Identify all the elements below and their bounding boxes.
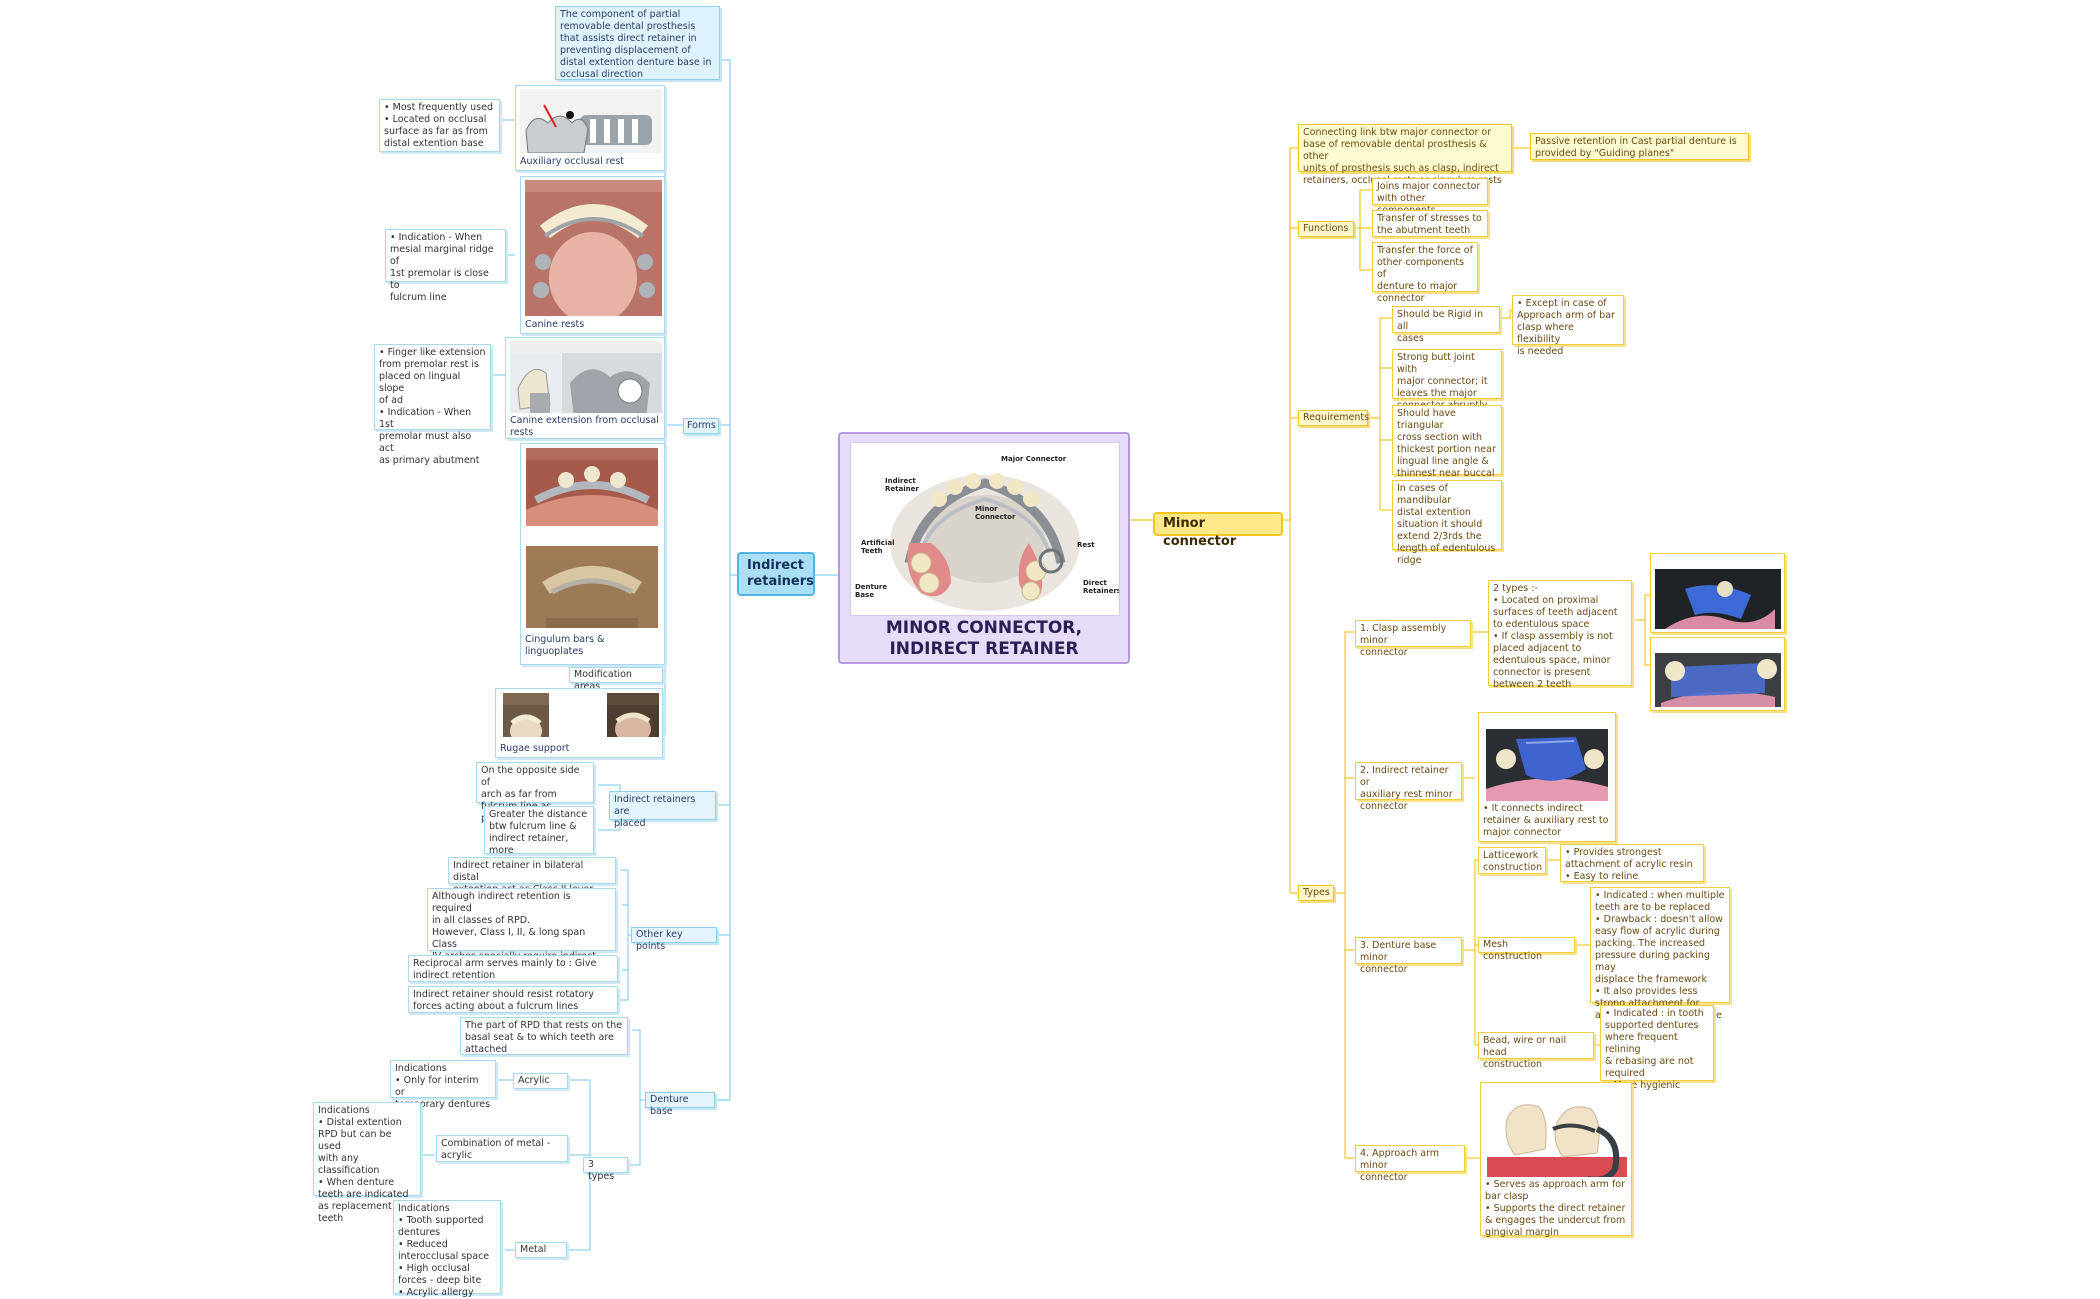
auxiliary-rest-caption: Auxiliary occlusal rest xyxy=(520,156,624,167)
label-indirect-retainer: Indirect Retainer xyxy=(885,477,919,493)
central-title: MINOR CONNECTOR, INDIRECT RETAINER xyxy=(885,618,1083,659)
denture-base-label[interactable]: Denture base xyxy=(645,1092,715,1117)
function-3[interactable]: Transfer the force of other components o… xyxy=(1372,242,1478,304)
lattice-label[interactable]: Latticework construction xyxy=(1478,847,1546,874)
auxiliary-rest-note[interactable]: • Most frequently used • Located on occl… xyxy=(379,99,500,152)
central-topic[interactable]: Major Connector Indirect Retainer Minor … xyxy=(838,432,1130,664)
cingulum-image-2 xyxy=(526,546,658,628)
rugae-image-2 xyxy=(607,693,659,737)
bead-note[interactable]: • Indicated : in tooth supported denture… xyxy=(1600,1005,1714,1091)
auxiliary-rest-image xyxy=(520,89,662,153)
type-approach-node[interactable]: • Serves as approach arm for bar clasp •… xyxy=(1480,1082,1632,1238)
placed-label[interactable]: Indirect retainers are placed xyxy=(609,791,716,829)
label-artificial-teeth: Artificial Teeth xyxy=(861,539,895,555)
label-rest: Rest xyxy=(1077,541,1095,549)
canine-rests-image xyxy=(525,180,662,316)
canine-extension-image xyxy=(510,341,662,413)
acrylic-note[interactable]: Indications • Only for interim or tempor… xyxy=(390,1060,496,1110)
canine-rests-node[interactable]: Canine rests xyxy=(520,176,665,334)
clasp-image-1 xyxy=(1655,557,1781,629)
placed-item-1[interactable]: On the opposite side of arch as far from… xyxy=(476,762,594,824)
label-direct-retainers: Direct Retainers xyxy=(1083,579,1120,595)
central-denture-image: Major Connector Indirect Retainer Minor … xyxy=(850,442,1120,616)
clasp-image-2-node xyxy=(1650,637,1785,711)
requirement-1[interactable]: Should be Rigid in all cases xyxy=(1392,306,1500,344)
indirect-connector-image xyxy=(1486,717,1608,801)
rugae-caption: Rugae support xyxy=(500,743,570,754)
requirements-label[interactable]: Requirements xyxy=(1298,410,1369,426)
type-approach-note: • Serves as approach arm for bar clasp •… xyxy=(1485,1179,1626,1238)
cingulum-node[interactable]: Cingulum bars & linguoplates xyxy=(520,443,665,665)
cingulum-image-1 xyxy=(526,448,658,526)
rugae-image-1 xyxy=(503,693,549,737)
type-approach-label[interactable]: 4. Approach arm minor connector xyxy=(1355,1145,1465,1183)
canine-extension-note[interactable]: • Finger like extension from premolar re… xyxy=(374,344,491,466)
type-clasp-note[interactable]: 2 types :- • Located on proximal surface… xyxy=(1488,580,1632,690)
modification-areas[interactable]: Modification areas xyxy=(569,667,663,692)
requirement-2[interactable]: Strong butt joint with major connector; … xyxy=(1392,349,1502,411)
indirect-retainer-definition[interactable]: The component of partial removable denta… xyxy=(555,6,720,80)
label-minor-connector: Minor Connector xyxy=(975,505,1016,521)
combo-note[interactable]: Indications • Distal extention RPD but c… xyxy=(313,1102,421,1224)
metal-note[interactable]: Indications • Tooth supported dentures •… xyxy=(393,1200,501,1298)
function-1[interactable]: Joins major connector with other compone… xyxy=(1372,178,1488,216)
key-point-1[interactable]: Indirect retainer in bilateral distal ex… xyxy=(448,857,616,895)
type-clasp-label[interactable]: 1. Clasp assembly minor connector xyxy=(1355,620,1471,658)
canine-rests-note[interactable]: • Indication - When mesial marginal ridg… xyxy=(385,229,506,303)
label-denture-base: Denture Base xyxy=(855,583,888,599)
guiding-planes-note[interactable]: Passive retention in Cast partial dentur… xyxy=(1530,133,1749,160)
denture-illustration xyxy=(890,473,1080,611)
clasp-image-1-node xyxy=(1650,553,1785,633)
type-indirect-label[interactable]: 2. Indirect retainer or auxiliary rest m… xyxy=(1355,762,1462,812)
canine-rests-caption: Canine rests xyxy=(525,319,585,330)
clasp-image-2 xyxy=(1655,641,1781,707)
type-indirect-note: • It connects indirect retainer & auxili… xyxy=(1483,803,1609,838)
key-point-2[interactable]: Although indirect retention is required … xyxy=(427,888,616,974)
three-types-label[interactable]: 3 types xyxy=(583,1157,628,1182)
requirement-3[interactable]: Should have triangular cross section wit… xyxy=(1392,405,1502,491)
cingulum-caption: Cingulum bars & linguoplates xyxy=(525,634,605,657)
label-major-connector: Major Connector xyxy=(1001,455,1067,463)
approach-arm-image xyxy=(1487,1087,1627,1177)
key-point-4[interactable]: Indirect retainer should resist rotatory… xyxy=(408,986,618,1013)
key-point-3[interactable]: Reciprocal arm serves mainly to : Give i… xyxy=(408,955,618,982)
requirement-4[interactable]: In cases of mandibular distal extention … xyxy=(1392,480,1502,566)
rugae-support-node[interactable]: Rugae support xyxy=(495,688,663,758)
lattice-note[interactable]: • Provides strongest attachment of acryl… xyxy=(1560,844,1704,882)
mesh-label[interactable]: Mesh construction xyxy=(1478,937,1575,962)
key-points-label[interactable]: Other key points xyxy=(631,927,717,952)
topic-minor-connector[interactable]: Minor connector xyxy=(1153,512,1283,549)
type-denture-base-label[interactable]: 3. Denture base minor connector xyxy=(1355,937,1462,975)
minor-connector-definition[interactable]: Connecting link btw major connector or b… xyxy=(1298,124,1512,186)
placed-item-2[interactable]: Greater the distance btw fulcrum line & … xyxy=(484,806,594,868)
bead-label[interactable]: Bead, wire or nail head construction xyxy=(1478,1032,1594,1070)
metal-label[interactable]: Metal xyxy=(515,1242,567,1258)
denture-base-definition[interactable]: The part of RPD that rests on the basal … xyxy=(460,1017,628,1055)
forms-label[interactable]: Forms xyxy=(683,418,719,434)
types-label[interactable]: Types xyxy=(1298,885,1334,901)
canine-extension-node[interactable]: Canine extension from occlusal rests xyxy=(505,337,665,439)
acrylic-label[interactable]: Acrylic xyxy=(513,1073,568,1089)
mesh-note[interactable]: • Indicated : when multiple teeth are to… xyxy=(1590,887,1730,1021)
canine-extension-caption: Canine extension from occlusal rests xyxy=(510,415,659,438)
combo-label[interactable]: Combination of metal - acrylic xyxy=(436,1135,568,1162)
functions-label[interactable]: Functions xyxy=(1298,221,1354,237)
function-2[interactable]: Transfer of stresses to the abutment tee… xyxy=(1372,210,1488,237)
type-indirect-node[interactable]: • It connects indirect retainer & auxili… xyxy=(1478,712,1616,842)
topic-indirect-retainers[interactable]: Indirect retainers xyxy=(737,552,815,596)
auxiliary-occlusal-rest-node[interactable]: Auxiliary occlusal rest xyxy=(515,85,665,171)
rigid-note[interactable]: • Except in case of Approach arm of bar … xyxy=(1512,295,1624,357)
